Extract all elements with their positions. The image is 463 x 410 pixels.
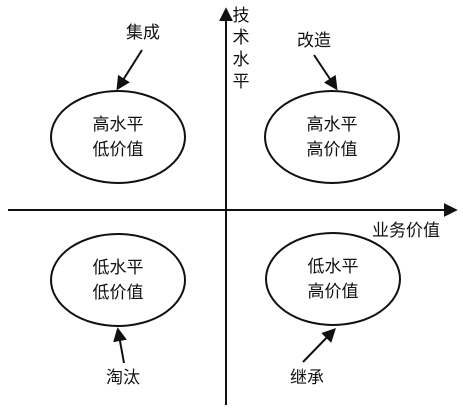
quadrant-bottom-right-text: 低水平 高价值 (273, 255, 393, 305)
arrow-bottom-left (113, 327, 127, 364)
quadrant-top-right-text: 高水平 高价值 (272, 113, 392, 163)
y-axis-label-char: 技 (232, 6, 250, 26)
ellipse-top-right (264, 90, 400, 184)
business-value-label: 低价值 (92, 283, 144, 303)
y-axis-label: 技 术 水 平 (230, 5, 252, 93)
business-value-label: 高价值 (307, 282, 359, 302)
x-axis-label: 业务价值 (372, 221, 440, 241)
strategy-label-bottom-left: 淘汰 (106, 368, 140, 388)
ellipse-top-left (50, 90, 186, 184)
y-axis-label-char: 水 (232, 50, 250, 70)
strategy-label-top-left: 集成 (126, 23, 160, 43)
arrow-top-left (116, 49, 143, 91)
business-value-label: 低价值 (92, 140, 144, 160)
arrow-top-right (313, 54, 338, 91)
ellipse-bottom-right (265, 232, 401, 326)
tech-level-label: 高水平 (92, 115, 144, 135)
quadrant-bottom-left-text: 低水平 低价值 (58, 256, 178, 306)
ellipse-bottom-left (50, 233, 186, 327)
y-axis-label-char: 平 (232, 72, 250, 92)
arrow-bottom-right (302, 327, 336, 363)
strategy-label-top-right: 改造 (297, 31, 331, 51)
business-value-label: 高价值 (306, 140, 358, 160)
y-axis-label-char: 术 (232, 28, 250, 48)
tech-level-label: 低水平 (307, 257, 359, 277)
tech-level-label: 低水平 (92, 258, 144, 278)
strategy-label-bottom-right: 继承 (290, 368, 324, 388)
tech-level-label: 高水平 (306, 115, 358, 135)
quadrant-top-left-text: 高水平 低价值 (58, 113, 178, 163)
